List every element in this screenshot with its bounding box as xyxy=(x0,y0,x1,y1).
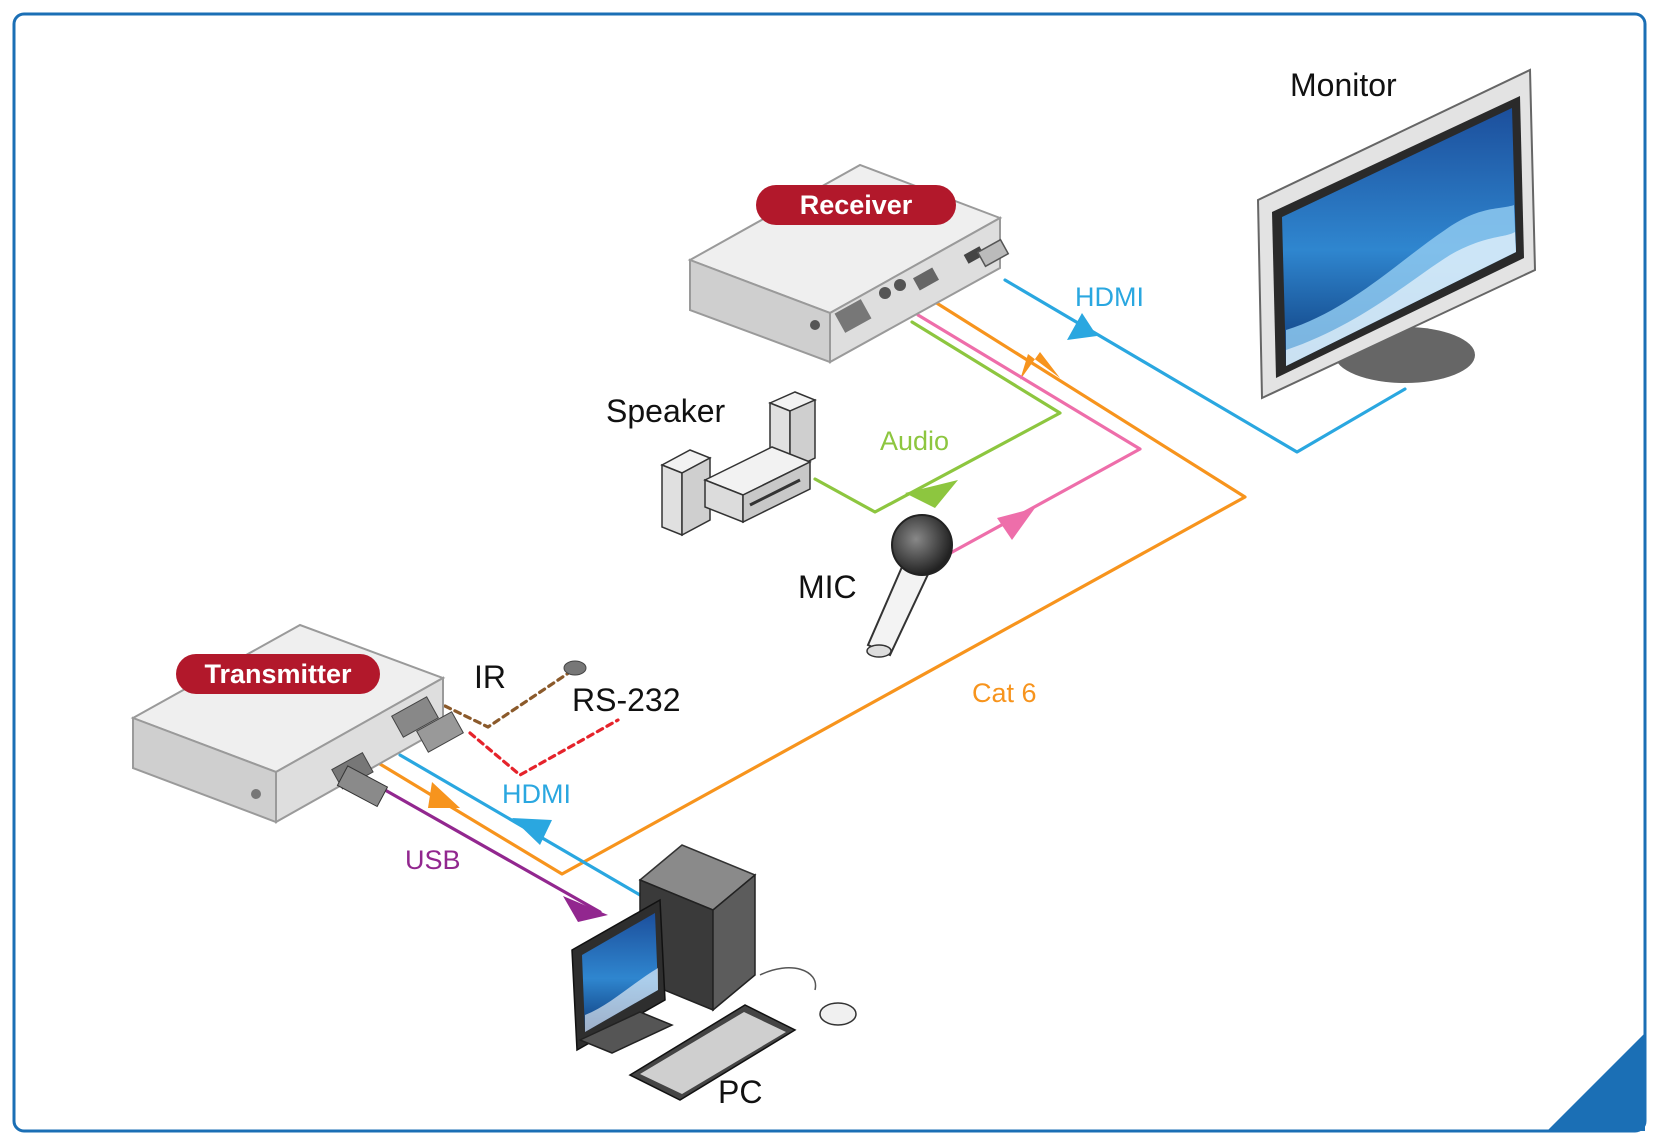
transmitter-label: Transmitter xyxy=(204,659,352,689)
corner-accent xyxy=(1547,1033,1645,1131)
pc-label: PC xyxy=(718,1074,762,1110)
hdmi-arrow-monitor xyxy=(1067,313,1097,340)
usb-cable xyxy=(383,788,602,914)
usb-label: USB xyxy=(405,845,461,875)
monitor-device xyxy=(1256,68,1537,400)
cat6-arrow-receiver xyxy=(1020,352,1060,380)
transmitter-badge: Transmitter xyxy=(176,654,380,694)
cat6-arrow-transmitter xyxy=(428,782,460,808)
audio-cable xyxy=(813,320,1062,514)
audio-label: Audio xyxy=(880,426,949,456)
cat6-cable xyxy=(378,300,1247,876)
hdmi-label-receiver: HDMI xyxy=(1075,282,1144,312)
monitor-label: Monitor xyxy=(1290,67,1397,103)
hdmi-cable-monitor xyxy=(1003,278,1407,454)
usb-arrow xyxy=(563,896,608,922)
speaker-system xyxy=(660,391,817,537)
ir-sensor xyxy=(563,660,587,676)
hdmi-label-transmitter: HDMI xyxy=(502,779,571,809)
receiver-label: Receiver xyxy=(800,190,913,220)
rs232-cable xyxy=(468,718,620,777)
diagram-frame xyxy=(12,12,1647,1133)
audio-arrow xyxy=(905,480,958,508)
cat6-label: Cat 6 xyxy=(972,678,1037,708)
mic-arrow xyxy=(997,508,1035,540)
ir-cable xyxy=(443,670,572,729)
receiver-badge: Receiver xyxy=(756,185,956,225)
microphone xyxy=(866,514,953,658)
ir-label: IR xyxy=(474,659,506,695)
pc-system xyxy=(571,844,857,1101)
mic-label: MIC xyxy=(798,569,857,605)
rs232-label: RS-232 xyxy=(572,682,681,718)
speaker-label: Speaker xyxy=(606,393,726,429)
hdmi-arrow-pc xyxy=(512,818,552,845)
